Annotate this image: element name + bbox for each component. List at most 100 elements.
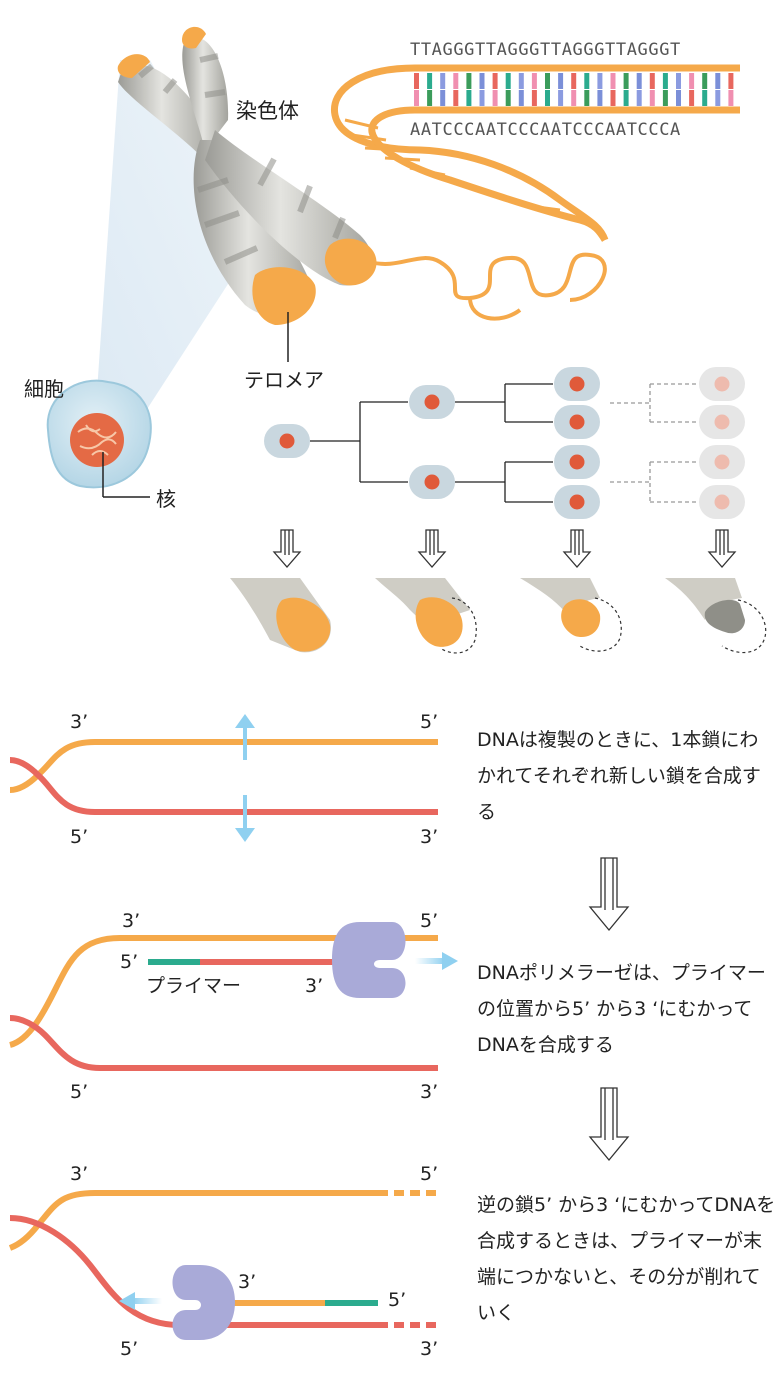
dividing-cell	[699, 445, 745, 479]
step2-strands	[8, 935, 438, 1071]
step-arrow-2	[588, 1087, 630, 1162]
base-pair-top	[427, 73, 433, 89]
step2-5-primer: 5’	[120, 951, 138, 973]
division-down-arrow	[707, 529, 737, 568]
base-pair-top	[597, 73, 603, 89]
nucleus	[70, 413, 124, 467]
division-down-arrow	[272, 529, 302, 568]
step3-5-right: 5’	[420, 1163, 438, 1185]
base-pair-bottom	[492, 90, 498, 106]
dividing-cell	[699, 367, 745, 401]
cell-label: 細胞	[24, 377, 64, 401]
step-arrow-1	[588, 857, 630, 932]
sequence-top: TTAGGGTTAGGGTTAGGGTTAGGGT	[410, 40, 681, 60]
step3-3-right: 3’	[420, 1338, 438, 1360]
base-pair-top	[715, 73, 721, 89]
base-pair-top	[728, 73, 734, 89]
step2-description: DNAポリメラーゼは、プライマーの位置から5’ から3 ‘にむかってDNAを合成…	[477, 962, 766, 1056]
cell-division-tree	[310, 383, 553, 503]
step3-strands	[8, 1190, 438, 1328]
primer-label: プライマー	[146, 975, 241, 997]
step2-3-right: 3’	[420, 1081, 438, 1103]
base-pair-top	[505, 73, 511, 89]
telomere-tip-1	[230, 578, 331, 653]
base-pair-bottom	[453, 90, 459, 106]
telomere-tip-4	[665, 578, 767, 654]
base-pair-top	[453, 73, 459, 89]
base-pair-bottom	[728, 90, 734, 106]
base-pair-top	[649, 73, 655, 89]
step3-description: 逆の鎖5’ から3 ‘にむかってDNAを合成するときは、プライマーが末端につかな…	[477, 1194, 776, 1324]
dividing-cell	[554, 485, 600, 519]
base-pair-top	[466, 73, 472, 89]
step3-5-primer: 5’	[388, 1289, 406, 1311]
base-pair-bottom	[689, 90, 695, 106]
nucleus-label: 核	[156, 487, 176, 511]
telomere-tip-2	[375, 578, 477, 654]
base-pair-bottom	[676, 90, 681, 106]
base-pair-top	[492, 73, 498, 89]
sequence-bottom: AATCCCAATCCCAATCCCAATCCCA	[410, 120, 681, 140]
step3-dna-polymerase	[172, 1265, 235, 1340]
base-pair-bottom	[440, 90, 446, 106]
telomere-tip-3	[520, 578, 622, 652]
base-pair-bottom	[597, 90, 603, 106]
dividing-cell	[264, 424, 310, 458]
base-pair-top	[623, 73, 629, 89]
telomere-label: テロメア	[244, 368, 324, 392]
base-pair-bottom	[584, 90, 590, 106]
step3-direction-arrow	[119, 1292, 162, 1310]
base-pair-bottom	[649, 90, 655, 106]
base-pair-bottom	[662, 90, 668, 106]
base-pair-top	[662, 73, 668, 89]
step1-3-left: 3’	[70, 711, 88, 733]
division-down-arrow	[562, 529, 592, 568]
step2-dna-polymerase	[332, 922, 406, 998]
base-pair-top	[479, 73, 485, 89]
base-pair-bottom	[702, 90, 708, 106]
base-pair-bottom	[558, 90, 564, 106]
dna-base-pairs	[414, 73, 734, 106]
step1-strands	[9, 739, 438, 815]
division-dashed	[610, 383, 698, 503]
step1-5-right: 5’	[420, 711, 438, 733]
chromosome	[117, 26, 377, 325]
step2-direction-arrow	[415, 952, 458, 970]
dividing-cell	[409, 465, 455, 499]
base-pair-top	[440, 73, 446, 89]
base-pair-top	[531, 73, 537, 89]
step1-3-right: 3’	[420, 826, 438, 848]
step1-5-left: 5’	[70, 826, 88, 848]
base-pair-bottom	[505, 90, 511, 106]
base-pair-bottom	[545, 90, 550, 106]
base-pair-bottom	[531, 90, 537, 106]
step1-separation-arrows	[235, 714, 255, 842]
step2-3-primer: 3’	[305, 975, 323, 997]
base-pair-bottom	[715, 90, 721, 106]
base-pair-top	[676, 73, 681, 89]
base-pair-top	[558, 73, 564, 89]
dividing-cell	[554, 405, 600, 439]
step2-5-right: 5’	[420, 910, 438, 932]
base-pair-bottom	[571, 90, 577, 106]
step2-5-left: 5’	[70, 1081, 88, 1103]
cell	[46, 379, 152, 489]
step3-5-left: 5’	[120, 1338, 138, 1360]
base-pair-top	[689, 73, 695, 89]
base-pair-top	[545, 73, 550, 89]
dna-helix	[331, 64, 740, 321]
step2-3-left: 3’	[122, 910, 140, 932]
division-down-arrow	[417, 529, 447, 568]
dividing-cell	[554, 445, 600, 479]
dividing-cell	[699, 485, 745, 519]
base-pair-top	[584, 73, 590, 89]
base-pair-bottom	[636, 90, 642, 106]
base-pair-bottom	[414, 90, 419, 106]
dividing-cell	[699, 405, 745, 439]
step3-3-primer: 3’	[238, 1271, 256, 1293]
dividing-cell	[554, 367, 600, 401]
base-pair-bottom	[623, 90, 629, 106]
base-pair-top	[414, 73, 419, 89]
base-pair-bottom	[427, 90, 433, 106]
